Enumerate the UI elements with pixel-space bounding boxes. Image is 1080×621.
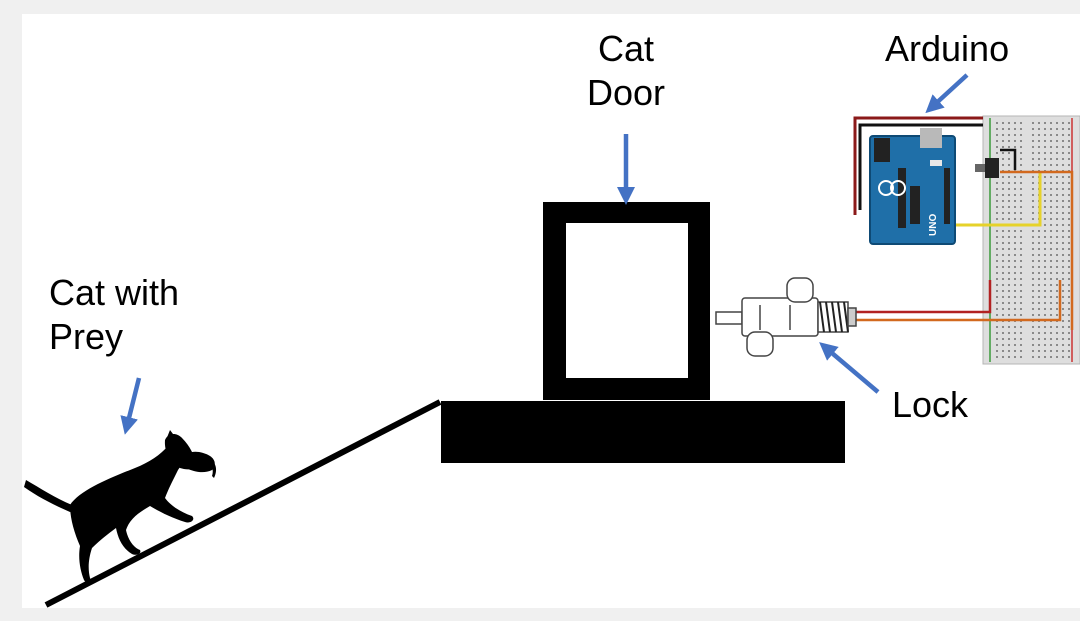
arduino-circuit: UNO xyxy=(853,115,1080,365)
cat-with-prey-label-line2: Prey xyxy=(49,315,124,357)
cat-door-label-line2: Door xyxy=(586,71,666,113)
uno-text: UNO xyxy=(928,214,939,236)
arduino-label: Arduino xyxy=(885,28,1010,69)
breadboard xyxy=(982,115,1080,365)
lock-label: Lock xyxy=(892,384,969,425)
arrow-to-cat xyxy=(120,377,142,435)
cat-door-label-line1: Cat xyxy=(597,28,655,69)
ramp xyxy=(44,399,442,608)
cat-silhouette xyxy=(24,430,217,583)
cat-with-prey-label: Cat with Prey xyxy=(49,271,179,359)
door-base xyxy=(441,401,845,463)
breadboard-holes xyxy=(996,122,1070,358)
cat-with-prey-label-line1: Cat with xyxy=(49,272,180,313)
cat-door-label: Cat Door xyxy=(570,27,682,115)
pointer-arrows xyxy=(120,73,969,435)
lock-solenoid xyxy=(715,277,857,357)
arrow-to-lock xyxy=(819,342,880,394)
cat-door xyxy=(543,202,710,400)
arrow-to-arduino xyxy=(925,73,969,114)
